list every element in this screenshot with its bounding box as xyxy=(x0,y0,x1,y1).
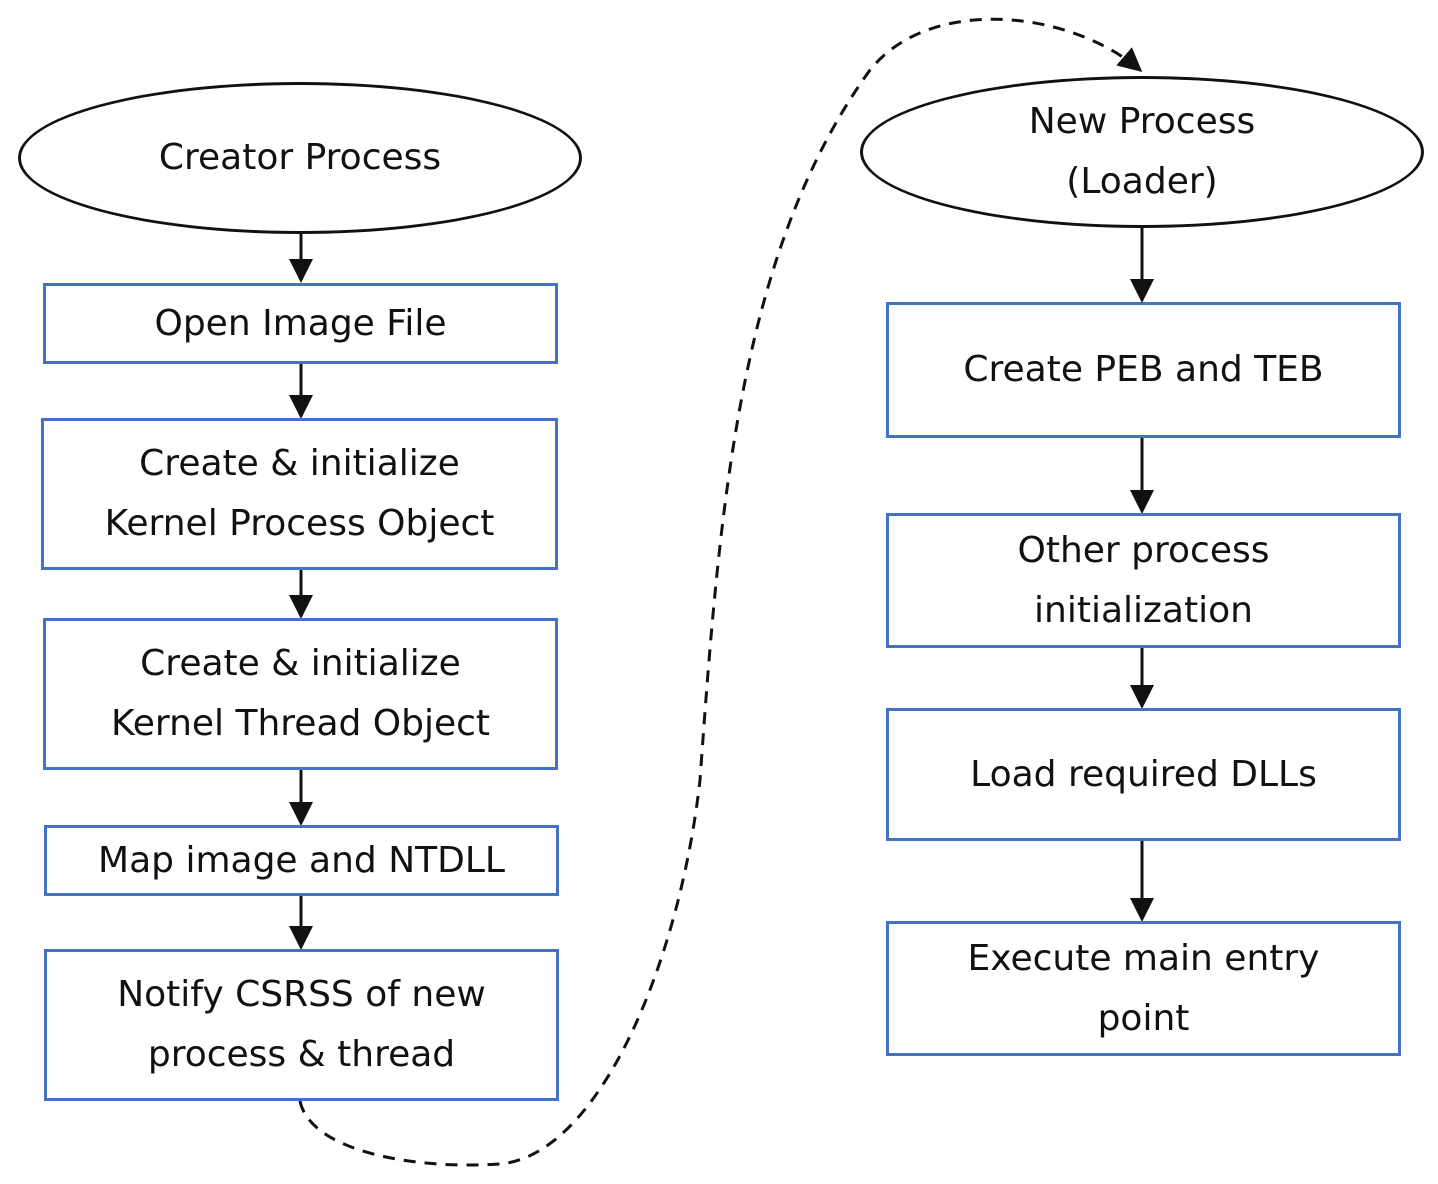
step-label: Load required DLLs xyxy=(970,753,1317,795)
step-execute-main-entry-point: Execute main entry point xyxy=(886,921,1401,1056)
step-other-process-initialization: Other process initialization xyxy=(886,513,1401,648)
step-load-required-dlls: Load required DLLs xyxy=(886,708,1401,841)
step-label: Other process initialization xyxy=(1017,529,1270,631)
step-label: Create & initialize Kernel Process Objec… xyxy=(104,443,495,544)
dashed-handoff-arrow xyxy=(298,17,1143,1167)
step-label: Create & initialize Kernel Thread Object xyxy=(110,643,491,744)
new-process-loader-ellipse: New Process (Loader) xyxy=(860,76,1424,228)
step-notify-csrss: Notify CSRSS of new process & thread xyxy=(44,949,559,1101)
step-label: Create PEB and TEB xyxy=(963,349,1324,390)
step-label: Notify CSRSS of new process & thread xyxy=(117,974,486,1075)
step-map-image-ntdll: Map image and NTDLL xyxy=(44,825,559,896)
new-process-title: New Process (Loader) xyxy=(1028,101,1256,202)
step-create-kernel-thread-object: Create & initialize Kernel Thread Object xyxy=(43,618,558,770)
step-label: Open Image File xyxy=(154,302,447,344)
step-label: Map image and NTDLL xyxy=(98,839,505,881)
step-create-peb-teb: Create PEB and TEB xyxy=(886,302,1401,438)
creator-process-ellipse: Creator Process xyxy=(18,82,582,234)
step-open-image-file: Open Image File xyxy=(43,283,558,364)
step-label: Execute main entry point xyxy=(967,937,1320,1039)
step-create-kernel-process-object: Create & initialize Kernel Process Objec… xyxy=(41,418,558,570)
creator-process-title: Creator Process xyxy=(158,137,442,178)
